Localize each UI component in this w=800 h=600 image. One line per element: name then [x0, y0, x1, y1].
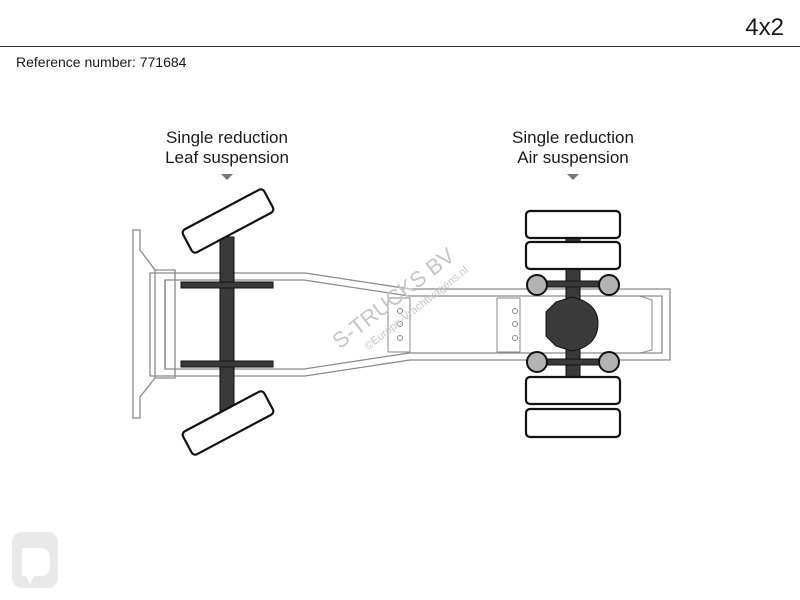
axle-configuration: 4x2	[745, 14, 784, 41]
rear-wheel-outer-right	[524, 407, 622, 439]
rear-axle-reduction: Single reduction	[512, 128, 634, 147]
air-bag	[598, 274, 620, 296]
reference-number: Reference number: 771684	[16, 54, 187, 70]
rear-wheel-inner-right	[524, 375, 622, 406]
corner-logo	[12, 532, 58, 588]
frame-bolt	[512, 308, 518, 314]
air-bag	[598, 351, 620, 373]
air-bag	[526, 274, 548, 296]
rear-axle-suspension: Air suspension	[517, 148, 629, 167]
front-wheel-right	[181, 390, 275, 456]
differential-housing	[545, 296, 599, 352]
leaf-spring-right	[180, 360, 274, 368]
leaf-spring-left	[180, 281, 274, 289]
rear-wheel-outer-left	[524, 209, 622, 240]
air-bag	[526, 351, 548, 373]
frame-bolt	[397, 335, 403, 341]
frame-bolt	[397, 308, 403, 314]
front-axle-pointer	[221, 174, 233, 180]
front-wheel-left	[181, 188, 275, 254]
front-bumper	[132, 229, 176, 419]
rear-wheel-inner-left	[524, 240, 622, 271]
front-axle-caption: Single reduction Leaf suspension	[117, 128, 337, 168]
front-axle-suspension: Leaf suspension	[165, 148, 289, 167]
header-divider	[0, 46, 800, 47]
frame-bolt	[397, 321, 403, 327]
rear-axle-pointer	[567, 174, 579, 180]
chassis-frame	[149, 272, 671, 377]
front-axle-beam	[219, 236, 235, 413]
frame-bolt	[512, 321, 518, 327]
rear-axle-caption: Single reduction Air suspension	[463, 128, 683, 168]
front-axle-reduction: Single reduction	[166, 128, 288, 147]
watermark: S-TRUCKS BV ©Europe-Vrachtwagens.nl	[327, 243, 470, 354]
rear-axle	[524, 209, 622, 439]
front-axle	[180, 188, 275, 456]
frame-bolts	[397, 308, 518, 341]
frame-bolt	[512, 335, 518, 341]
